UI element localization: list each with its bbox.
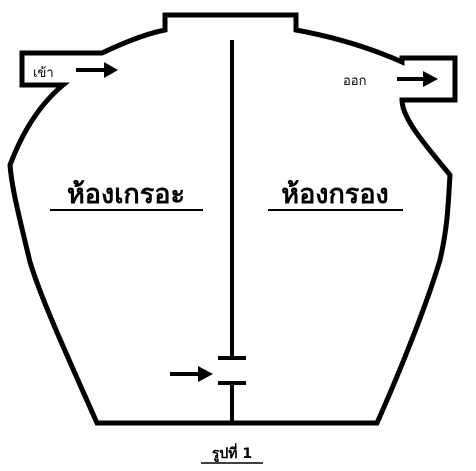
outlet-label: ออก (343, 74, 367, 89)
inlet-arrow-icon (76, 62, 118, 78)
inlet-label: เข้า (33, 66, 54, 81)
tank-outline (7, 12, 458, 426)
left-chamber-label: ห้องเกรอะ (67, 179, 185, 210)
flow-arrow-icon (170, 366, 213, 382)
right-chamber-label: ห้องกรอง (281, 179, 388, 210)
outlet-arrow-icon (397, 71, 438, 87)
figure-caption: รูปที่ 1 (212, 443, 252, 462)
